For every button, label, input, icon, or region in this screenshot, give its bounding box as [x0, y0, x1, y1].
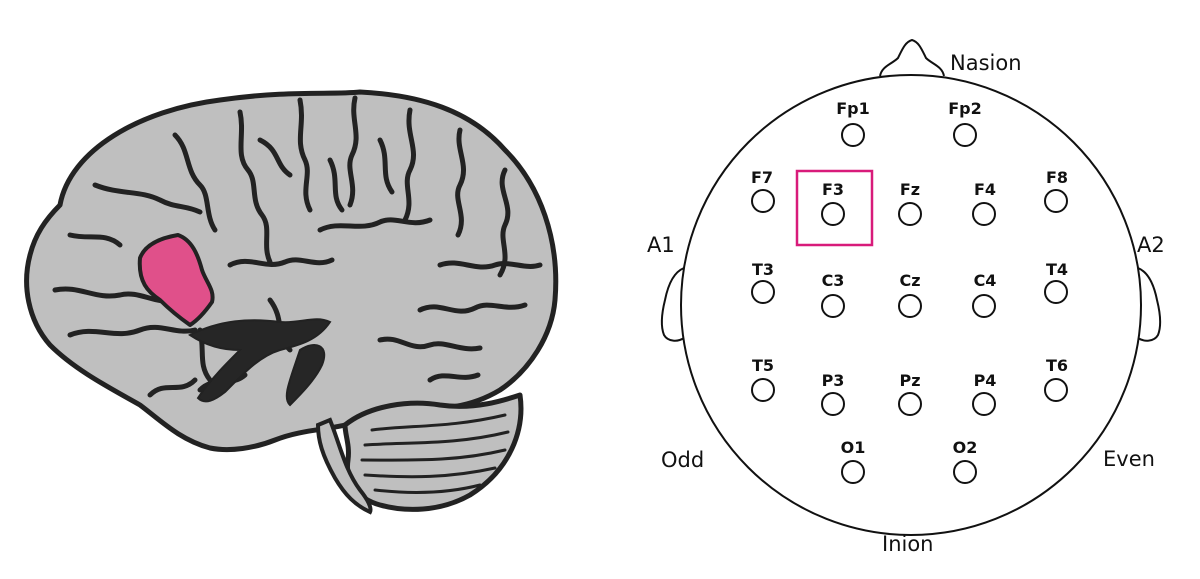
electrode-f3: F3: [821, 180, 845, 226]
electrode-p4: P4: [972, 371, 997, 416]
electrode-label: P3: [822, 371, 845, 390]
electrode-label: O2: [953, 438, 978, 457]
electrode-circle: [972, 202, 996, 226]
electrode-label: T3: [752, 260, 774, 279]
electrode-circle: [751, 378, 775, 402]
head-outline: [680, 74, 1142, 536]
electrode-circle: [898, 294, 922, 318]
electrode-label: C3: [822, 271, 845, 290]
electrode-circle: [953, 123, 977, 147]
electrode-t4: T4: [1044, 260, 1068, 304]
electrode-circle: [972, 392, 996, 416]
electrode-o1: O1: [841, 438, 866, 484]
electrode-pz: Pz: [898, 371, 922, 416]
electrode-t5: T5: [751, 356, 775, 402]
electrode-f4: F4: [972, 180, 996, 226]
brain-illustration: [24, 89, 559, 515]
eeg-montage: Nasion Inion A1 A2 Odd Even Fp1 Fp2 F7 F…: [647, 38, 1165, 556]
electrode-label: Fp2: [948, 99, 982, 118]
electrode-circle: [1044, 189, 1068, 213]
electrode-o2: O2: [953, 438, 978, 484]
electrode-label: Fp1: [836, 99, 870, 118]
electrode-f8: F8: [1044, 168, 1068, 213]
electrode-t3: T3: [751, 260, 775, 304]
electrode-fz: Fz: [898, 180, 922, 226]
electrode-label: T4: [1046, 260, 1068, 279]
electrode-circle: [898, 202, 922, 226]
cerebellum-folia: [360, 413, 510, 495]
electrode-t6: T6: [1044, 356, 1068, 402]
electrode-circle: [751, 280, 775, 304]
electrode-circle: [898, 392, 922, 416]
electrode-circle: [821, 202, 845, 226]
electrode-label: C4: [974, 271, 997, 290]
electrode-circle: [953, 460, 977, 484]
even-side-label: Even: [1103, 447, 1155, 471]
brain-stem: [315, 417, 373, 515]
electrode-label: F7: [751, 168, 773, 187]
electrode-circle: [1044, 378, 1068, 402]
electrode-label: Fz: [900, 180, 920, 199]
highlighted-cortex-region: [137, 233, 215, 327]
f3-highlight-box: [795, 169, 874, 247]
electrode-label: T6: [1046, 356, 1068, 375]
electrode-f7: F7: [751, 168, 775, 213]
electrode-c4: C4: [972, 271, 997, 318]
electrode-label: P4: [974, 371, 997, 390]
electrode-label: Pz: [899, 371, 920, 390]
left-ear-label: A1: [647, 233, 675, 257]
electrode-label: F3: [822, 180, 844, 199]
electrode-circle: [841, 123, 865, 147]
electrode-p3: P3: [821, 371, 845, 416]
inion-label: Inion: [882, 532, 934, 556]
electrode-cz: Cz: [898, 271, 922, 318]
electrode-fp2: Fp2: [948, 99, 982, 147]
electrode-circle: [972, 294, 996, 318]
right-ear-label: A2: [1137, 233, 1165, 257]
brain-sulci: [52, 95, 543, 398]
electrode-fp1: Fp1: [836, 99, 870, 147]
electrode-circle: [821, 392, 845, 416]
electrode-label: T5: [752, 356, 774, 375]
electrode-circle: [821, 294, 845, 318]
electrode-c3: C3: [821, 271, 845, 318]
electrode-label: F8: [1046, 168, 1068, 187]
odd-side-label: Odd: [661, 448, 704, 472]
left-ear-shape: [660, 267, 685, 342]
electrode-label: Cz: [899, 271, 920, 290]
right-ear-shape: [1137, 267, 1162, 342]
electrode-circle: [841, 460, 865, 484]
electrode-label: F4: [974, 180, 996, 199]
nose-shape: [879, 38, 945, 77]
nasion-label: Nasion: [950, 51, 1022, 75]
electrode-circle: [751, 189, 775, 213]
lateral-sulcus: [188, 318, 332, 407]
electrode-label: O1: [841, 438, 866, 457]
electrode-circle: [1044, 280, 1068, 304]
